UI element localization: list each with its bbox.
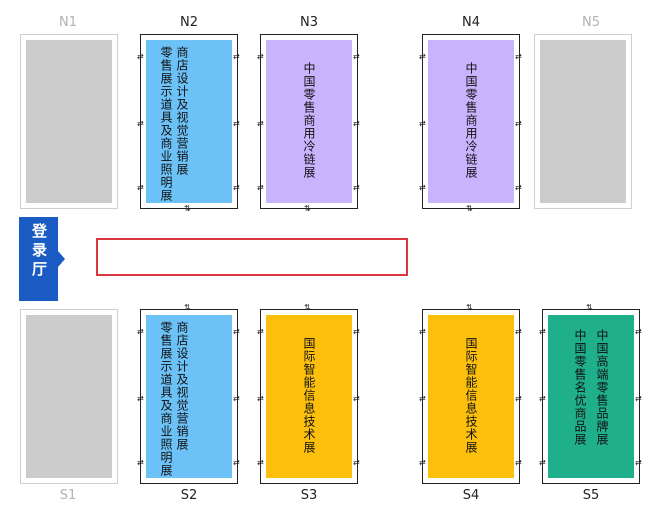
door-arrow-s5-left-1: ⇄ — [539, 394, 546, 403]
door-arrow-n2-left-2: ⇄ — [137, 183, 144, 192]
door-arrow-n4-left-0: ⇄ — [419, 52, 426, 61]
door-arrow-s5-right-0: ⇄ — [635, 327, 642, 336]
door-arrow-n4-left-2: ⇄ — [419, 183, 426, 192]
door-arrow-s2-right-1: ⇄ — [233, 394, 240, 403]
door-arrow-n4-left-1: ⇄ — [419, 119, 426, 128]
hall-n5-area — [540, 40, 626, 203]
hall-label-n3: N3 — [300, 15, 318, 30]
lobby-block — [19, 217, 58, 301]
door-arrow-s2-left-2: ⇄ — [137, 458, 144, 467]
door-arrow-s5-top: ⇅ — [586, 303, 593, 312]
hall-n2-area: 商店设计及视觉营销展 零售展示道具及商业照明展 — [146, 40, 232, 203]
door-arrow-n4-right-1: ⇄ — [515, 119, 522, 128]
door-arrow-n3-bottom: ⇅ — [304, 204, 311, 213]
door-arrow-s4-top: ⇅ — [466, 303, 473, 312]
hall-s5-text-1: 中国高端零售品牌展 — [595, 329, 609, 446]
hall-s3-text: 国际智能信息技术展 — [302, 337, 316, 454]
hall-s2-text-2: 零售展示道具及商业照明展 — [159, 321, 173, 477]
hall-s5-area: 中国高端零售品牌展 中国零售名优商品展 — [548, 315, 634, 478]
hall-n2: 商店设计及视觉营销展 零售展示道具及商业照明展 — [140, 34, 238, 209]
hall-s3: 国际智能信息技术展 — [260, 309, 358, 484]
hall-s4-area: 国际智能信息技术展 — [428, 315, 514, 478]
door-arrow-s5-right-1: ⇄ — [635, 394, 642, 403]
hall-n1 — [20, 34, 118, 209]
door-arrow-s4-right-0: ⇄ — [515, 327, 522, 336]
door-arrow-n2-right-2: ⇄ — [233, 183, 240, 192]
hall-label-s4: S4 — [462, 488, 480, 503]
door-arrow-n3-left-0: ⇄ — [257, 52, 264, 61]
door-arrow-s2-right-2: ⇄ — [233, 458, 240, 467]
hall-n3-text: 中国零售商用冷链展 — [302, 62, 316, 179]
door-arrow-s4-right-2: ⇄ — [515, 458, 522, 467]
lobby-pointer — [58, 251, 65, 267]
door-arrow-s3-left-1: ⇄ — [257, 394, 264, 403]
door-arrow-s4-left-0: ⇄ — [419, 327, 426, 336]
door-arrow-n2-left-1: ⇄ — [137, 119, 144, 128]
door-arrow-n2-right-0: ⇄ — [233, 52, 240, 61]
hall-s2: 商店设计及视觉营销展 零售展示道具及商业照明展 — [140, 309, 238, 484]
door-arrow-s2-left-0: ⇄ — [137, 327, 144, 336]
hall-label-n4: N4 — [462, 15, 480, 30]
door-arrow-s5-left-2: ⇄ — [539, 458, 546, 467]
hall-s4: 国际智能信息技术展 — [422, 309, 520, 484]
door-arrow-s3-top: ⇅ — [304, 303, 311, 312]
door-arrow-n2-right-1: ⇄ — [233, 119, 240, 128]
door-arrow-s4-left-2: ⇄ — [419, 458, 426, 467]
hall-label-s3: S3 — [300, 488, 318, 503]
hall-label-n1: N1 — [59, 15, 77, 30]
door-arrow-n3-right-0: ⇄ — [353, 52, 360, 61]
door-arrow-s3-left-0: ⇄ — [257, 327, 264, 336]
door-arrow-n3-left-2: ⇄ — [257, 183, 264, 192]
hall-label-n2: N2 — [180, 15, 198, 30]
hall-n2-text-1: 商店设计及视觉营销展 — [175, 46, 189, 176]
door-arrow-s4-left-1: ⇄ — [419, 394, 426, 403]
hall-n5 — [534, 34, 632, 209]
hall-n4-text: 中国零售商用冷链展 — [464, 62, 478, 179]
hall-s5-text-2: 中国零售名优商品展 — [573, 329, 587, 446]
hall-label-n5: N5 — [582, 15, 600, 30]
lobby-label: 登录厅 — [30, 223, 48, 280]
door-arrow-s5-right-2: ⇄ — [635, 458, 642, 467]
door-arrow-s4-right-1: ⇄ — [515, 394, 522, 403]
door-arrow-s2-top: ⇅ — [184, 303, 191, 312]
corridor-outline — [96, 238, 408, 276]
hall-s1-area — [26, 315, 112, 478]
hall-s2-text-1: 商店设计及视觉营销展 — [175, 321, 189, 451]
hall-s4-text: 国际智能信息技术展 — [464, 337, 478, 454]
door-arrow-n4-right-2: ⇄ — [515, 183, 522, 192]
door-arrow-n2-left-0: ⇄ — [137, 52, 144, 61]
door-arrow-n4-bottom: ⇅ — [466, 204, 473, 213]
hall-n3-area: 中国零售商用冷链展 — [266, 40, 352, 203]
door-arrow-n3-right-2: ⇄ — [353, 183, 360, 192]
hall-n3: 中国零售商用冷链展 — [260, 34, 358, 209]
hall-label-s5: S5 — [582, 488, 600, 503]
door-arrow-s5-left-0: ⇄ — [539, 327, 546, 336]
hall-s2-area: 商店设计及视觉营销展 零售展示道具及商业照明展 — [146, 315, 232, 478]
hall-label-s2: S2 — [180, 488, 198, 503]
door-arrow-n3-right-1: ⇄ — [353, 119, 360, 128]
hall-s1 — [20, 309, 118, 484]
hall-n4: 中国零售商用冷链展 — [422, 34, 520, 209]
door-arrow-s3-right-1: ⇄ — [353, 394, 360, 403]
door-arrow-n2-bottom: ⇅ — [184, 204, 191, 213]
hall-s5: 中国高端零售品牌展 中国零售名优商品展 — [542, 309, 640, 484]
door-arrow-n4-right-0: ⇄ — [515, 52, 522, 61]
hall-n4-area: 中国零售商用冷链展 — [428, 40, 514, 203]
hall-label-s1: S1 — [59, 488, 77, 503]
door-arrow-s2-left-1: ⇄ — [137, 394, 144, 403]
hall-s3-area: 国际智能信息技术展 — [266, 315, 352, 478]
door-arrow-s3-left-2: ⇄ — [257, 458, 264, 467]
hall-n2-text-2: 零售展示道具及商业照明展 — [159, 46, 173, 202]
door-arrow-s3-right-2: ⇄ — [353, 458, 360, 467]
door-arrow-n3-left-1: ⇄ — [257, 119, 264, 128]
door-arrow-s3-right-0: ⇄ — [353, 327, 360, 336]
hall-n1-area — [26, 40, 112, 203]
door-arrow-s2-right-0: ⇄ — [233, 327, 240, 336]
